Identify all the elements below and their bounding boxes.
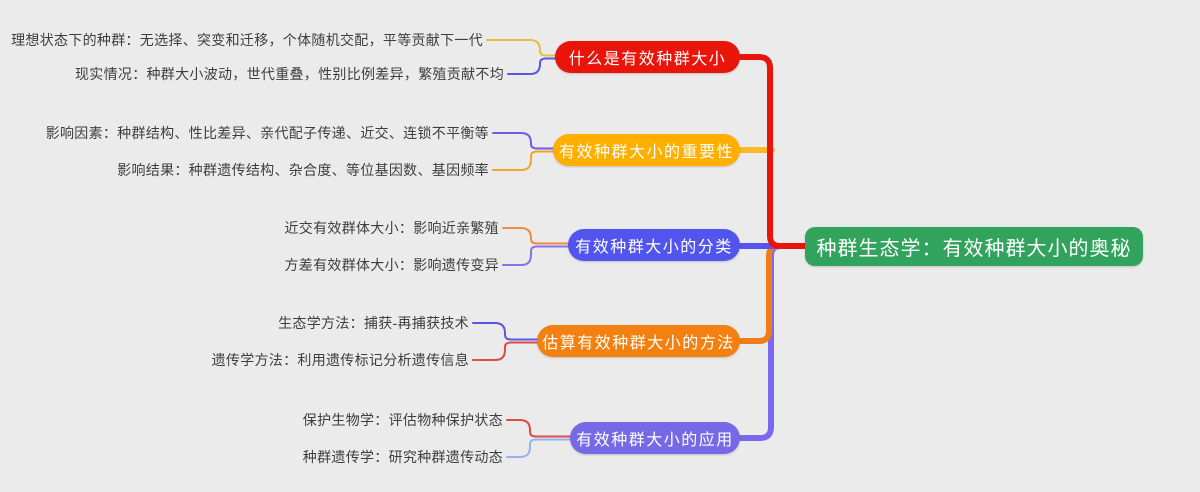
connector-b1-leaf2	[507, 57, 557, 75]
leaf-ideal-population[interactable]: 理想状态下的种群：无选择、突变和迁移，个体随机交配，平等贡献下一代	[11, 32, 483, 48]
connector-b2-leaf2	[492, 150, 555, 171]
leaf-influence-results[interactable]: 影响结果：种群遗传结构、杂合度、等位基因数、基因频率	[117, 162, 489, 178]
root-node-title[interactable]: 种群生态学：有效种群大小的奥秘	[805, 227, 1143, 266]
connector-b2-leaf1	[492, 132, 555, 150]
leaf-influence-factors[interactable]: 影响因素：种群结构、性比差异、亲代配子传递、近交、连锁不平衡等	[45, 125, 489, 141]
branch-node-classification[interactable]: 有效种群大小的分类	[568, 229, 740, 261]
connector-b3-leaf2	[502, 245, 570, 266]
connector-b1-leaf1	[486, 39, 557, 57]
connector-b4-leaf2	[472, 341, 539, 361]
trunk-branch1	[738, 54, 810, 249]
connector-b5-leaf1	[506, 419, 572, 438]
branch-node-methods[interactable]: 估算有效种群大小的方法	[537, 325, 740, 357]
connector-b3-leaf1	[502, 227, 570, 245]
branch-node-importance[interactable]: 有效种群大小的重要性	[553, 134, 740, 166]
leaf-ecological-method[interactable]: 生态学方法：捕获-再捕获技术	[278, 315, 469, 331]
leaf-population-genetics[interactable]: 种群遗传学：研究种群遗传动态	[302, 449, 503, 465]
connector-b4-leaf1	[472, 322, 539, 341]
leaf-real-situation[interactable]: 现实情况：种群大小波动，世代重叠，性别比例差异，繁殖贡献不均	[75, 66, 504, 82]
leaf-genetic-method[interactable]: 遗传学方法：利用遗传标记分析遗传信息	[211, 352, 469, 368]
leaf-inbreeding-size[interactable]: 近交有效群体大小：影响近亲繁殖	[284, 220, 499, 236]
leaf-conservation-biology[interactable]: 保护生物学：评估物种保护状态	[302, 412, 503, 428]
connector-b5-leaf2	[506, 438, 572, 458]
branch-node-applications[interactable]: 有效种群大小的应用	[570, 422, 740, 454]
branch-node-definition[interactable]: 什么是有效种群大小	[555, 41, 740, 73]
leaf-variance-size[interactable]: 方差有效群体大小：影响遗传变异	[284, 257, 499, 273]
